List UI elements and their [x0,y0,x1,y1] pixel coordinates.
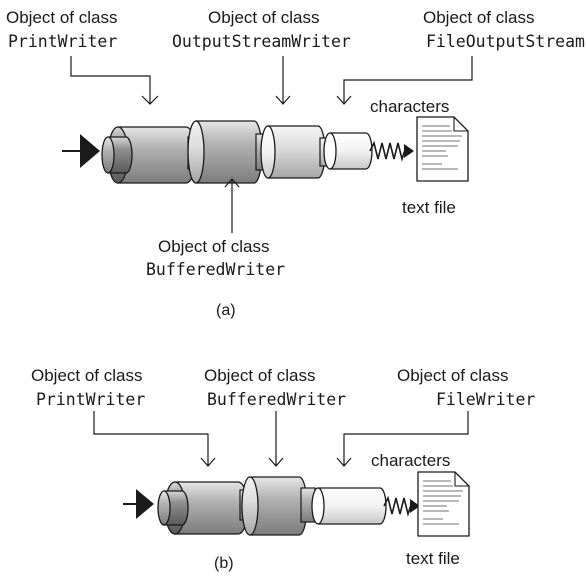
label-b-filewriter-prefix: Object of class [397,366,509,385]
inlet-arrow-b-icon [136,489,154,519]
panel-b-callouts [93,411,469,467]
spring-coil-a-icon [369,140,407,162]
label-b-bufferedwriter-prefix: Object of class [204,366,316,385]
panel-a-pipeline [62,56,473,233]
spring-arrowhead-a [404,144,414,158]
fileoutputstream-pipe-a [323,132,373,170]
callout-printwriter-a [70,56,151,104]
label-a-fileoutputstream-prefix: Object of class [423,8,535,27]
panel-a-callouts [70,56,473,233]
label-b-characters: characters [371,451,451,470]
label-a-text-file: text file [402,198,456,217]
filewriter-pipe-b [311,487,387,525]
spring-coil-b-icon [383,495,413,517]
callout-printwriter-b [93,411,209,466]
label-a-fileoutputstream-class: FileOutputStream [426,32,585,51]
document-b-icon [417,471,470,537]
label-a-printwriter-class: PrintWriter [8,32,118,51]
spring-arrowhead-b [410,499,420,513]
inlet-arrow-a-icon [80,134,100,168]
caption-a: (a) [216,302,236,319]
bufferedwriter-pipe-b [241,476,308,536]
outputstreamwriter-pipe-a [260,125,326,179]
label-a-outputstreamwriter-class: OutputStreamWriter [172,32,351,51]
label-b-printwriter-prefix: Object of class [31,366,143,385]
document-a-icon [416,116,469,182]
callout-fileoutputstream-a [343,56,473,104]
caption-b: (b) [214,555,234,572]
printwriter-pipe-a [101,126,197,184]
label-a-characters: characters [370,97,450,116]
bufferedwriter-pipe-a [187,120,263,184]
label-b-printwriter-class: PrintWriter [36,390,146,409]
printwriter-pipe-b [157,481,249,535]
callout-filewriter-b [343,411,469,466]
label-a-bufferedwriter-prefix: Object of class [158,237,270,256]
label-b-filewriter-class: FileWriter [436,390,536,409]
label-b-text-file: text file [406,549,460,568]
label-a-outputstreamwriter-prefix: Object of class [208,8,320,27]
label-a-printwriter-prefix: Object of class [6,8,118,27]
label-a-bufferedwriter-class: BufferedWriter [146,260,286,279]
panel-b-pipeline [93,411,470,537]
label-b-bufferedwriter-class: BufferedWriter [207,390,347,409]
